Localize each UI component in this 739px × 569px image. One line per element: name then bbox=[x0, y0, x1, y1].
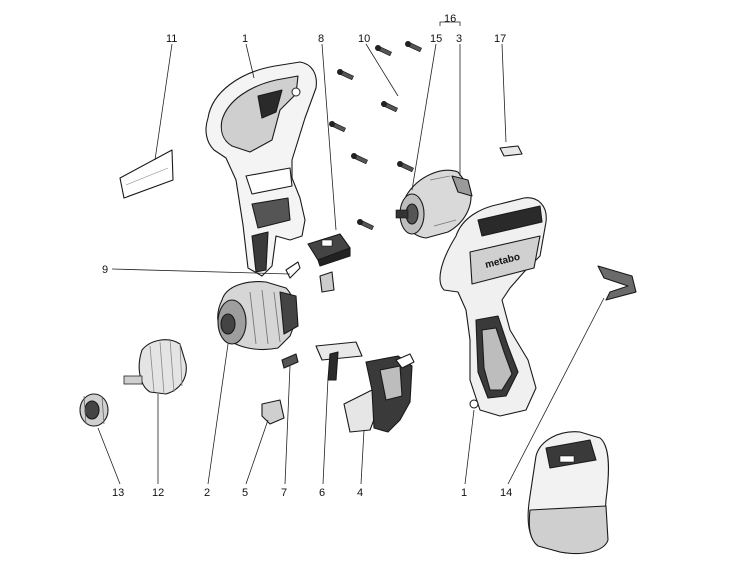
part-9-spring-clip bbox=[285, 261, 335, 293]
part-13-nut bbox=[79, 393, 109, 427]
battery-pack bbox=[527, 431, 609, 555]
screw bbox=[351, 153, 368, 165]
part-14-belt-clip bbox=[597, 265, 637, 301]
label-7: 7 bbox=[281, 487, 287, 499]
label-11: 11 bbox=[166, 33, 177, 45]
screw bbox=[381, 101, 398, 113]
screw bbox=[337, 69, 354, 81]
part-8-switch-block bbox=[307, 233, 351, 267]
part-7-spring bbox=[281, 353, 299, 369]
label-14: 14 bbox=[500, 487, 512, 499]
screw bbox=[357, 219, 374, 231]
label-17: 17 bbox=[494, 33, 506, 45]
part-6-slider bbox=[315, 341, 363, 381]
label-6: 6 bbox=[319, 487, 325, 499]
part-4-trigger-switch bbox=[343, 353, 415, 433]
screw bbox=[375, 45, 392, 57]
part-10-screws bbox=[329, 41, 422, 231]
label-13: 13 bbox=[112, 487, 124, 499]
part-1-housing-left bbox=[205, 61, 317, 277]
part-labels: 11 1 8 10 16 15 3 17 9 13 12 2 5 7 6 4 1… bbox=[102, 13, 512, 499]
label-2: 2 bbox=[204, 487, 210, 499]
label-1-top: 1 bbox=[242, 33, 248, 45]
part-3-motor bbox=[395, 169, 473, 239]
label-4: 4 bbox=[357, 487, 363, 499]
label-1-bottom: 1 bbox=[461, 487, 467, 499]
label-10: 10 bbox=[358, 33, 370, 45]
part-12-chuck bbox=[123, 339, 187, 395]
label-9: 9 bbox=[102, 264, 108, 276]
label-8: 8 bbox=[318, 33, 324, 45]
screw bbox=[405, 41, 422, 53]
label-16: 16 bbox=[444, 13, 456, 25]
label-15: 15 bbox=[430, 33, 442, 45]
leader-lines bbox=[97, 21, 605, 485]
part-2-gearbox bbox=[217, 281, 299, 351]
part-11-label-sticker bbox=[119, 149, 174, 199]
screw bbox=[397, 161, 414, 173]
label-5: 5 bbox=[242, 487, 248, 499]
label-12: 12 bbox=[152, 487, 164, 499]
part-17-small-plate bbox=[499, 145, 523, 157]
label-3: 3 bbox=[456, 33, 462, 45]
part-1-housing-right: metabo bbox=[439, 197, 547, 417]
screw bbox=[329, 121, 346, 133]
part-5-clip bbox=[261, 399, 285, 425]
